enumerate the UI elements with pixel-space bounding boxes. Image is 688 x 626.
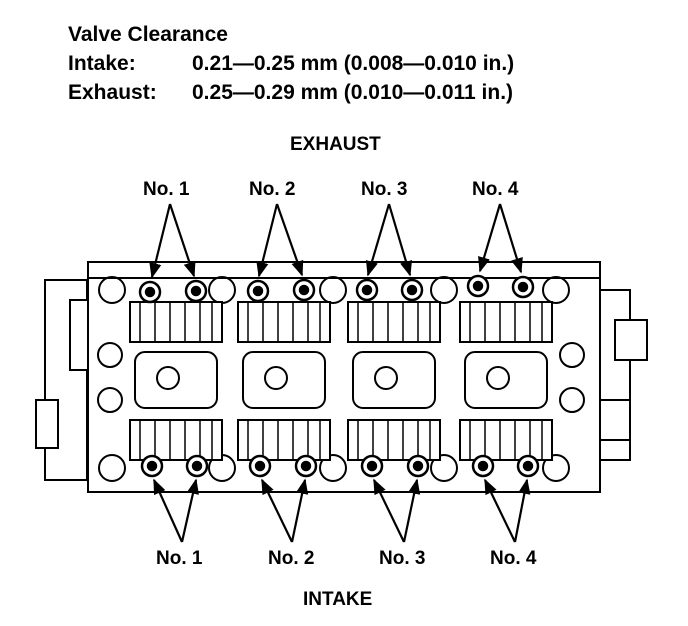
exhaust-side-label: EXHAUST bbox=[290, 134, 381, 155]
valve-clearance-spec: Valve Clearance Intake: 0.21—0.25 mm (0.0… bbox=[68, 20, 514, 107]
camshaft-caps bbox=[129, 301, 553, 461]
exhaust-spec-row: Exhaust: 0.25—0.29 mm (0.010—0.011 in.) bbox=[68, 78, 514, 107]
intake-arrows bbox=[152, 478, 531, 543]
exhaust-cylinder-4-label: No. 4 bbox=[472, 179, 519, 200]
intake-cylinder-3-label: No. 3 bbox=[379, 548, 426, 569]
edge-bolt-bosses bbox=[97, 276, 585, 482]
intake-cylinder-1-label: No. 1 bbox=[156, 548, 203, 569]
exhaust-cylinder-1-label: No. 1 bbox=[143, 179, 190, 200]
exhaust-spec-label: Exhaust: bbox=[68, 81, 157, 104]
intake-adjusters bbox=[140, 454, 540, 478]
right-end-cap bbox=[614, 319, 648, 361]
rocker-ribs bbox=[139, 302, 543, 460]
intake-spec-label: Intake: bbox=[68, 52, 136, 75]
head-top-edge bbox=[87, 261, 601, 279]
intake-cylinder-4-label: No. 4 bbox=[490, 548, 537, 569]
right-end-tab bbox=[599, 399, 631, 441]
left-end-tab bbox=[35, 399, 59, 449]
intake-spec-row: Intake: 0.21—0.25 mm (0.008—0.010 in.) bbox=[68, 49, 514, 78]
intake-spec-value: 0.21—0.25 mm (0.008—0.010 in.) bbox=[192, 52, 515, 75]
exhaust-cylinder-2-label: No. 2 bbox=[249, 179, 296, 200]
exhaust-spec-value: 0.25—0.29 mm (0.010—0.011 in.) bbox=[192, 81, 514, 104]
exhaust-arrows bbox=[149, 203, 523, 279]
exhaust-adjusters bbox=[138, 274, 535, 304]
exhaust-cylinder-3-label: No. 3 bbox=[361, 179, 408, 200]
spec-title: Valve Clearance bbox=[68, 23, 228, 46]
intake-cylinder-2-label: No. 2 bbox=[268, 548, 315, 569]
spark-plug-wells bbox=[134, 351, 548, 409]
intake-side-label: INTAKE bbox=[303, 589, 373, 610]
